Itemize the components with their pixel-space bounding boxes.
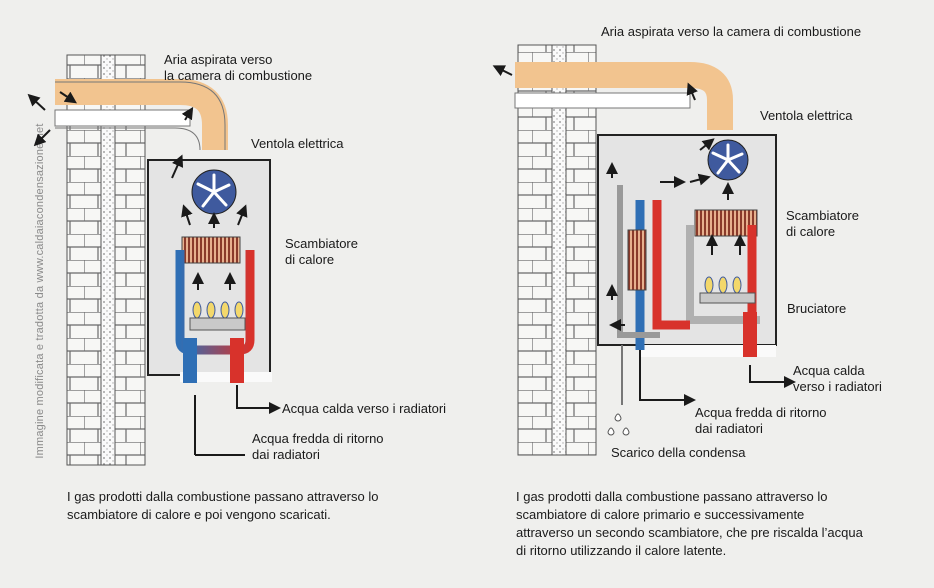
right-flow-arrows: [492, 65, 796, 406]
right-boiler: [597, 134, 777, 436]
left-cold-return-label: Acqua fredda di ritorno dai radiatori: [252, 431, 384, 462]
right-heat-exchanger-label: Scambiatore di calore: [786, 208, 859, 239]
left-flow-arrows: [27, 91, 281, 456]
left-flue-pipe: [54, 79, 228, 151]
left-air-intake-label: Aria aspirata verso la camera di combust…: [164, 52, 313, 83]
right-cold-return-label: Acqua fredda di ritorno dai radiatori: [695, 405, 827, 436]
right-wall: [517, 44, 597, 456]
left-hot-water-label: Acqua calda verso i radiatori: [282, 401, 447, 416]
left-caption: I gas prodotti dalla combustione passano…: [67, 489, 379, 522]
left-fan-label: Ventola elettrica: [251, 136, 344, 151]
right-condensate-label: Scarico della condensa: [611, 445, 746, 460]
right-hot-water-label: Acqua calda verso i radiatori: [793, 363, 882, 394]
right-flue-pipe: [514, 62, 733, 130]
left-boiler: [147, 159, 272, 383]
right-air-intake-label: Aria aspirata verso la camera di combust…: [601, 24, 862, 39]
right-caption: I gas prodotti dalla combustione passano…: [516, 489, 863, 558]
left-heat-exchanger-label: Scambiatore di calore: [285, 236, 358, 267]
right-fan-label: Ventola elettrica: [760, 108, 853, 123]
right-burner-label: Bruciatore: [787, 301, 847, 316]
